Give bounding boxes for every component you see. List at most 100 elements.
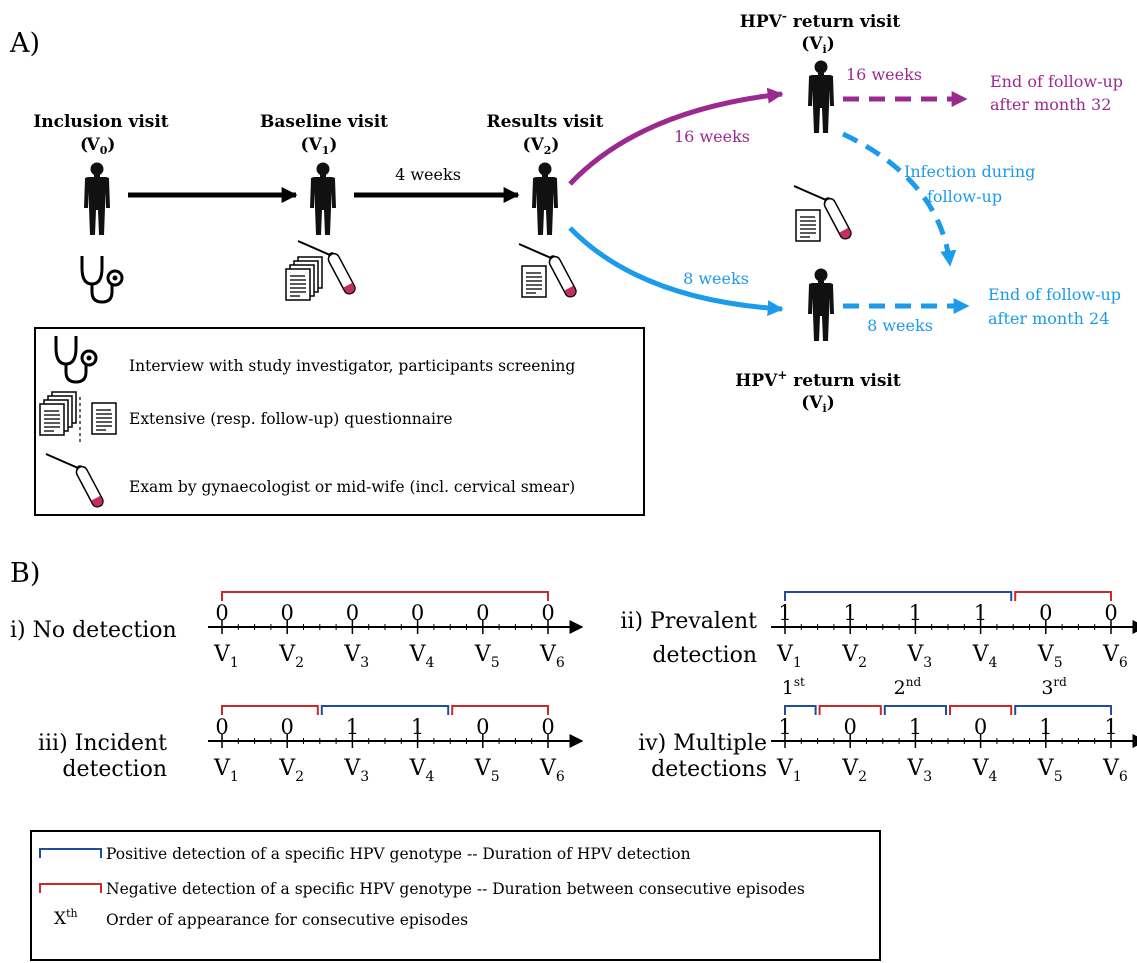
hpv-negative-questionnaire-icon <box>795 209 821 242</box>
timeline-4-visit-label: V2 <box>841 756 867 785</box>
timeline-2-visit-label: V1 <box>776 642 802 671</box>
episode-order-label: 1st <box>782 675 805 699</box>
inclusion-visit-title: Inclusion visit <box>33 112 168 132</box>
positive-detection-bracket <box>883 705 947 715</box>
panel-b-label: B) <box>10 558 40 589</box>
timeline-4-value: 0 <box>974 715 987 739</box>
timeline-4-value: 1 <box>1039 715 1052 739</box>
infection-during-line1: Infection during <box>904 162 1035 181</box>
timeline-2-value: 1 <box>778 601 791 625</box>
legend-questionnaire-stack-icon <box>40 392 76 435</box>
arrow-results-to-hpv-positive <box>568 226 784 317</box>
negative-detection-bracket <box>949 705 1013 715</box>
timeline-1-visit-label: V3 <box>343 642 369 671</box>
timeline-4-visit-label: V1 <box>776 756 802 785</box>
hpv-positive-person-icon <box>808 268 834 341</box>
negative-detection-bracket <box>221 591 549 601</box>
end-of-follow-up-24-line1: End of follow-up <box>988 285 1121 304</box>
timeline-3-visit-label: V3 <box>343 756 369 785</box>
panel-b-legend-box <box>30 830 881 961</box>
timeline-1-value: 0 <box>215 601 228 625</box>
timeline-1-visit-label: V2 <box>278 642 304 671</box>
hpv-positive-return-visit-code: (Vi) <box>801 393 834 415</box>
legend-positive-text: Positive detection of a specific HPV gen… <box>106 845 691 863</box>
timeline-2-title-line2: detection <box>652 643 757 668</box>
baseline-person-icon <box>310 162 336 235</box>
timeline-1-value: 0 <box>411 601 424 625</box>
timeline-1-visit-label: V1 <box>213 642 239 671</box>
legend-order-symbol: Xth <box>54 907 78 929</box>
timeline-2-visit-label: V2 <box>841 642 867 671</box>
hpv-negative-person-icon <box>808 60 834 133</box>
timeline-3-value: 1 <box>346 715 359 739</box>
timeline-3-value: 0 <box>476 715 489 739</box>
timeline-2-visit-label: V4 <box>972 642 998 671</box>
positive-detection-bracket <box>784 591 1013 601</box>
timeline-4-visit-label: V5 <box>1037 756 1063 785</box>
arrow-infection-during-follow-up <box>841 131 957 267</box>
timeline-1-visit-label: V5 <box>474 642 500 671</box>
timeline-3-visit-label: V1 <box>213 756 239 785</box>
legend-stethoscope-icon <box>54 334 98 384</box>
timeline-4-value: 1 <box>909 715 922 739</box>
timeline-1-visit-label: V6 <box>539 642 565 671</box>
panel-a-label: A) <box>9 28 40 59</box>
end-of-follow-up-32-line2: after month 32 <box>990 95 1111 114</box>
end-of-follow-up-32-line1: End of follow-up <box>990 72 1123 91</box>
timeline-3-title: iii) Incident <box>38 731 167 756</box>
timeline-4-value: 1 <box>1104 715 1117 739</box>
legend-exam-text: Exam by gynaecologist or mid-wife (incl.… <box>129 478 575 496</box>
timeline-2-value: 1 <box>844 601 857 625</box>
positive-detection-bracket <box>784 705 817 715</box>
timeline-2-title: ii) Prevalent <box>620 609 757 634</box>
timeline-4-title-line2: detections <box>651 757 767 782</box>
timeline-4-value: 1 <box>778 715 791 739</box>
timeline-2-visit-label: V5 <box>1037 642 1063 671</box>
timeline-2-value: 0 <box>1039 601 1052 625</box>
arrow-results-to-hpv-negative <box>568 87 784 186</box>
legend-positive-bracket <box>39 848 102 858</box>
timeline-4-visit-label: V4 <box>972 756 998 785</box>
positive-detection-bracket <box>320 705 450 715</box>
eight-weeks-label-b: 8 weeks <box>867 316 933 335</box>
timeline-4-visit-label: V3 <box>906 756 932 785</box>
baseline-visit-title: Baseline visit <box>260 112 388 132</box>
results-questionnaire-icon <box>521 265 547 298</box>
infection-during-line2: follow-up <box>927 187 1002 206</box>
timeline-1-value: 0 <box>476 601 489 625</box>
legend-swab-tube-icon <box>45 453 106 510</box>
panel-a-legend-box <box>34 327 645 516</box>
timeline-2-value: 0 <box>1104 601 1117 625</box>
timeline-1-value: 0 <box>346 601 359 625</box>
timeline-3-title-line2: detection <box>62 757 167 782</box>
positive-detection-bracket <box>1014 705 1112 715</box>
sixteen-weeks-label-b: 16 weeks <box>846 65 922 84</box>
timeline-2-visit-label: V6 <box>1102 642 1128 671</box>
hpv-positive-return-visit-title: HPV+ return visit <box>735 368 901 391</box>
results-person-icon <box>532 162 558 235</box>
negative-detection-bracket <box>451 705 549 715</box>
timeline-3-value: 0 <box>281 715 294 739</box>
inclusion-visit-code: V0)( <box>80 135 115 157</box>
negative-detection-bracket <box>221 705 319 715</box>
results-visit-code: (V2) <box>523 135 560 157</box>
timeline-3-value: 0 <box>541 715 554 739</box>
timeline-3-visit-label: V2 <box>278 756 304 785</box>
legend-negative-bracket <box>39 883 102 893</box>
timeline-1-value: 0 <box>541 601 554 625</box>
baseline-questionnaire-stack-icon <box>286 257 322 300</box>
episode-order-label: 2nd <box>894 675 922 699</box>
timeline-4-value: 0 <box>844 715 857 739</box>
timeline-4-visit-label: V6 <box>1102 756 1128 785</box>
timeline-3-value: 0 <box>215 715 228 739</box>
sixteen-weeks-label-a: 16 weeks <box>674 127 750 146</box>
results-visit-title: Results visit <box>487 112 604 132</box>
timeline-3-visit-label: V6 <box>539 756 565 785</box>
legend-interview-text: Interview with study investigator, parti… <box>129 357 575 375</box>
timeline-4-title: iv) Multiple <box>638 731 767 756</box>
baseline-visit-code: (V1) <box>301 135 338 157</box>
legend-order-text: Order of appearance for consecutive epis… <box>106 911 468 929</box>
negative-detection-bracket <box>1014 591 1112 601</box>
